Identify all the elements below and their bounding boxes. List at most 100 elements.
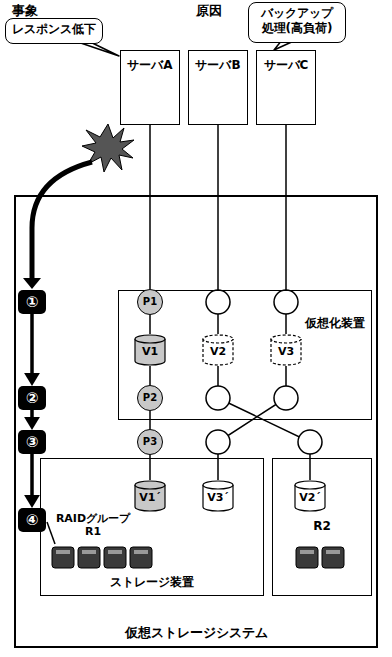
cylinder-top [135, 335, 165, 343]
text-holder: 仮想化装置 [305, 315, 365, 332]
disk-icon [134, 550, 148, 554]
connector-line [30, 410, 34, 417]
text-holder: ② [18, 386, 46, 410]
connector [150, 315, 151, 334]
server-box: サーバA [120, 50, 180, 125]
volume-cylinder: V1 [134, 334, 166, 366]
connector [218, 366, 310, 480]
callout-number: ④ [26, 508, 39, 532]
cylinder-top [295, 481, 325, 489]
server-box: サーバB [188, 50, 248, 125]
port-circle: P2 [137, 385, 163, 411]
volume-cylinder: V3 [270, 334, 302, 366]
text-holder: P1 [138, 290, 162, 313]
node-label: P2 [143, 386, 157, 409]
text-holder: サーバA [121, 51, 179, 74]
volume-cylinder: V2´ [294, 480, 326, 512]
disk-icon [326, 550, 340, 554]
disk-icon [104, 547, 126, 568]
node-label: V1 [142, 345, 158, 358]
port-circle [274, 386, 298, 410]
heading-label: 事象 [12, 2, 38, 20]
node-label: V1´ [139, 491, 161, 504]
connector [150, 411, 151, 429]
group-label: RAIDグループ R1 [52, 512, 134, 538]
connector-line [149, 315, 151, 334]
callout-number: ② [26, 386, 39, 410]
connector [218, 366, 286, 480]
node-label: P1 [143, 290, 157, 313]
connector-line [218, 366, 310, 480]
text-holder: バックアップ 処理(高負荷) [249, 3, 345, 36]
storage-frame: ストレージ装置 V1´ V3´ [40, 458, 264, 596]
arrow-head [24, 373, 40, 386]
callout-number: ③ [18, 430, 46, 454]
callout-bubble: バックアップ 処理(高負荷) [248, 2, 346, 43]
port-circle [274, 290, 298, 314]
leader-line [47, 522, 55, 544]
node-label: V3´ [207, 491, 229, 504]
port-circle: P1 [137, 289, 163, 315]
callout-number: ④ [18, 508, 46, 532]
cylinder-top [271, 335, 301, 343]
text-holder: R2 [273, 519, 371, 533]
disk-icon [300, 550, 314, 554]
connector-line [149, 411, 151, 429]
text-holder: V2 [202, 334, 234, 358]
connector-line [149, 125, 151, 289]
port-circle: P3 [137, 429, 163, 455]
callout-number: ② [18, 386, 46, 410]
node-label: ストレージ装置 [110, 574, 194, 591]
text-holder: ④ [18, 508, 46, 532]
text-holder: V1 [134, 334, 166, 358]
text-holder: P3 [138, 430, 162, 453]
node-label: V2 [210, 345, 226, 358]
text-holder: V2´ [294, 480, 326, 504]
disk-icon [56, 550, 70, 554]
arrow-head [24, 495, 40, 508]
callout-bubble: レスポンス低下 [5, 18, 103, 44]
connector-line [30, 454, 34, 495]
volume-cylinder: V3´ [202, 480, 234, 512]
disk-icon [130, 547, 152, 568]
volume-cylinder: V2 [202, 334, 234, 366]
disk-icon [322, 547, 344, 568]
node-label: R2 [313, 519, 331, 533]
text-holder: V3´ [202, 480, 234, 504]
connector [150, 125, 151, 289]
heading-label: 原因 [196, 2, 222, 20]
disk-icon [52, 547, 74, 568]
arrow-head [24, 417, 40, 430]
text-holder: ③ [18, 430, 46, 454]
node-label: サーバA [127, 57, 172, 74]
port-circle [206, 290, 230, 314]
system-frame: 仮想ストレージシステム 仮想化装置 P1V1 V2 V3P2P3 ストレージ装置 V1´ V3… [14, 195, 378, 648]
node-label: V3 [278, 345, 294, 358]
disk-icon [296, 547, 318, 568]
text-holder: V3 [270, 334, 302, 358]
callout-number: ① [18, 290, 46, 314]
node-label: P3 [143, 430, 157, 453]
callout-number: ① [26, 290, 39, 314]
connector-line [30, 314, 34, 373]
text-holder: サーバC [257, 51, 315, 74]
node-label: V2´ [299, 491, 321, 504]
text-holder: ストレージ装置 [41, 574, 263, 591]
text-holder: レスポンス低下 [6, 19, 102, 37]
device-frame: 仮想化装置 P1V1 V2 V3P2 [118, 290, 372, 420]
disk-icon [82, 550, 96, 554]
cylinder-top [135, 481, 165, 489]
raid-frame: R2 V2´ [272, 458, 372, 596]
connector [150, 366, 151, 385]
text-holder: 仮想ストレージシステム [16, 624, 376, 642]
flow-arrow-head [23, 278, 41, 289]
text-holder: サーバB [189, 51, 247, 74]
text-holder: P2 [138, 386, 162, 409]
volume-cylinder: V1´ [134, 480, 166, 512]
callout-number: ③ [26, 430, 39, 454]
text-holder: ① [18, 290, 46, 314]
port-circle [298, 430, 322, 454]
node-label: サーバB [195, 57, 240, 74]
node-label: レスポンス低下 [12, 22, 96, 37]
